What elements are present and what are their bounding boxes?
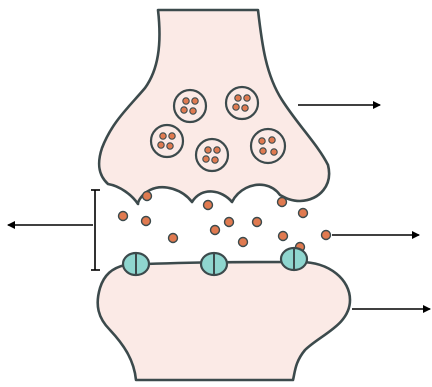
neurotransmitter [169,234,178,243]
neurotransmitter [119,212,128,221]
neurotransmitter [211,226,220,235]
synaptic-vesicle [226,87,258,119]
neurotransmitter [239,238,248,247]
neurotransmitter [279,232,288,241]
neurotransmitter [143,192,152,201]
presynaptic-terminal [99,10,329,204]
cleft-bracket [91,190,100,270]
receptor [201,253,227,275]
synaptic-vesicle [251,129,285,163]
synaptic-vesicle [151,125,183,157]
receptor [281,248,307,270]
neurotransmitter [322,231,331,240]
neurotransmitter [299,209,308,218]
neurotransmitter [278,198,287,207]
postsynaptic-membrane [98,262,350,380]
neurotransmitter [253,218,262,227]
synaptic-vesicle [196,139,228,171]
neurotransmitter [204,201,213,210]
neurotransmitter [142,217,151,226]
receptor [123,253,149,275]
neurotransmitter [225,218,234,227]
synaptic-vesicle [174,90,206,122]
